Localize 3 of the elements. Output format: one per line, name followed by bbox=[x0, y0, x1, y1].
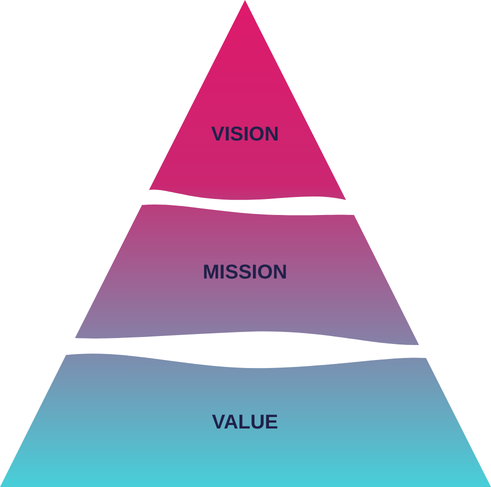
tier-label: VISION bbox=[211, 124, 279, 146]
tier-label: VALUE bbox=[212, 412, 278, 434]
tier-label: MISSION bbox=[202, 262, 288, 284]
